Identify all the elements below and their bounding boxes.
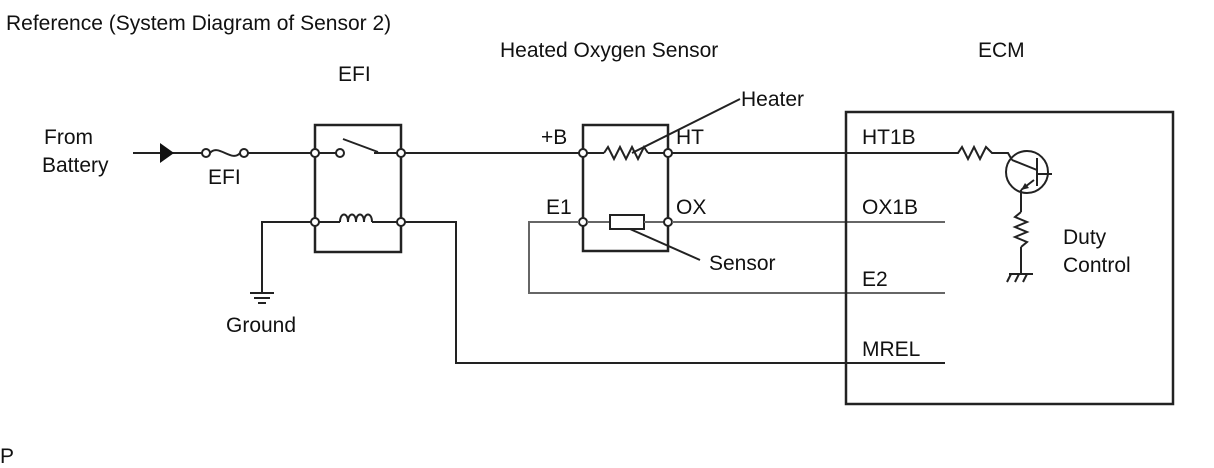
relay-terminal-2	[396, 148, 406, 158]
duty-control-label-line2: Control	[1063, 254, 1131, 277]
pin-ht-label: HT	[676, 126, 704, 149]
pin-ox-label: OX	[676, 196, 706, 219]
heater-resistor-icon	[603, 144, 649, 162]
relay-switch-icon	[342, 138, 379, 153]
relay-terminal-3	[310, 217, 320, 227]
footer-mark: P	[0, 445, 14, 468]
efi-fuse: EFI	[201, 148, 249, 189]
transistor-icon	[1005, 150, 1049, 194]
from-battery-label-line1: From	[44, 126, 93, 149]
sensor-element-icon	[609, 214, 645, 230]
pin-e1-label: E1	[546, 196, 572, 219]
ecm: ECM HT1B OX1B E2 MREL Duty Control	[844, 39, 1175, 406]
from-battery-label-line2: Battery	[42, 154, 109, 177]
relay-coil-icon	[339, 213, 373, 223]
ecm-emitter-resistor-icon	[1012, 211, 1030, 248]
relay-terminal-4	[396, 217, 406, 227]
sensor-box	[581, 123, 670, 253]
ecm-base-resistor-icon	[945, 144, 1013, 162]
sensor-terminal-plus-b	[578, 148, 588, 158]
relay-contact-left	[335, 148, 345, 158]
relay-box	[313, 123, 403, 254]
ecm-mrel-label: MREL	[862, 338, 920, 361]
diagram-title: Reference (System Diagram of Sensor 2)	[6, 12, 391, 35]
pin-plus-b-label: +B	[541, 126, 567, 149]
fuse-icon	[209, 149, 241, 157]
ecm-ground-hatch-3	[1022, 273, 1028, 283]
ground-label: Ground	[226, 314, 296, 337]
ecm-e2-label: E2	[862, 268, 888, 291]
efi-relay: EFI	[310, 63, 406, 254]
heated-oxygen-sensor: Heated Oxygen Sensor +B HT E1 OX Heater …	[500, 39, 804, 275]
sensor-label: Sensor	[709, 252, 776, 275]
ecm-ground-hatch-1	[1006, 273, 1012, 283]
ecm-ht1b-label: HT1B	[862, 126, 916, 149]
ground-wire	[261, 221, 311, 293]
sensor-terminal-ox	[663, 217, 673, 227]
sensor-terminal-e1	[578, 217, 588, 227]
transistor-emitter-arrow-icon	[1021, 183, 1029, 190]
battery-arrow-icon	[160, 143, 174, 163]
battery-input: From Battery	[42, 126, 203, 177]
relay-terminal-1	[310, 148, 320, 158]
ecm-ground-hatch-2	[1014, 273, 1020, 283]
relay-efi-label: EFI	[338, 63, 371, 86]
ecm-ox1b-label: OX1B	[862, 196, 918, 219]
heater-leader-line	[631, 98, 741, 154]
fuse-terminal-left	[201, 148, 211, 158]
fuse-terminal-right	[239, 148, 249, 158]
ecm-box	[844, 110, 1175, 406]
sensor-terminal-ht	[663, 148, 673, 158]
transistor-collector	[1011, 159, 1038, 171]
mrel-wire	[405, 221, 945, 364]
heater-label: Heater	[741, 88, 804, 111]
ground: Ground	[226, 221, 311, 337]
sensor-block-label: Heated Oxygen Sensor	[500, 39, 718, 62]
fuse-efi-label: EFI	[208, 166, 241, 189]
duty-control-label-line1: Duty	[1063, 226, 1107, 249]
e2-wire	[528, 221, 945, 294]
sensor-leader-line	[629, 228, 701, 261]
ecm-label: ECM	[978, 39, 1025, 62]
